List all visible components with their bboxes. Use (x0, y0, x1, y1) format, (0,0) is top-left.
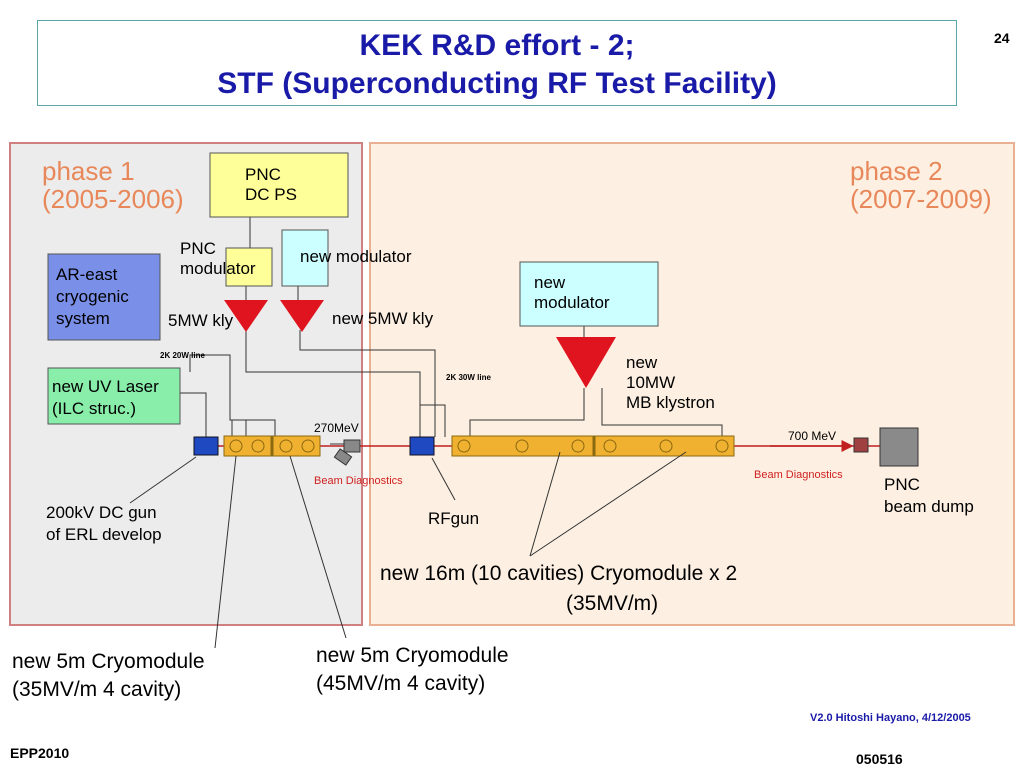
pnc-dc-ps-label-1: PNC (245, 165, 281, 184)
footer-right: 050516 (856, 751, 903, 767)
credit-label: V2.0 Hitoshi Hayano, 4/12/2005 (810, 712, 971, 724)
pnc-beam-dump-icon (879, 427, 919, 467)
pnc-dc-ps-box (209, 152, 349, 218)
diag-dipole-2-icon (853, 437, 869, 453)
klystron-10mw-label-3: MB klystron (626, 393, 715, 412)
cryo-16m-label-1: new 16m (10 cavities) Cryomodule x 2 (380, 562, 737, 585)
new-modulator-2-label-2: modulator (534, 293, 610, 312)
uv-laser-label-2: (ILC struc.) (52, 399, 136, 418)
ar-east-label-2: cryogenic (56, 287, 129, 306)
cryo-5m-a-label-1: new 5m Cryomodule (12, 650, 205, 673)
ar-east-label-3: system (56, 309, 110, 328)
phase2-years: (2007-2009) (850, 184, 992, 214)
cryo-5m-b-label-2: (45MV/m 4 cavity) (316, 672, 485, 695)
cryo-5m-b-label-1: new 5m Cryomodule (316, 644, 509, 667)
klystron-10mw-label-1: new (626, 353, 658, 372)
cryo-16m-label-2: (35MV/m) (566, 592, 658, 615)
pnc-beam-dump-label-1: PNC (884, 475, 920, 494)
phase2-region (369, 142, 1015, 626)
pnc-modulator-label-1: PNC (180, 239, 216, 258)
klystron-10mw-label-2: 10MW (626, 373, 675, 392)
cavities-phase1 (229, 439, 315, 453)
rf-gun-label: RFgun (428, 509, 479, 528)
energy-700-label: 700 MeV (788, 429, 836, 443)
slide-title-line2: STF (Superconducting RF Test Facility) (217, 67, 777, 100)
klystron-new-5mw-icon (280, 300, 324, 332)
ar-east-box (47, 253, 161, 341)
phase2-label: phase 2 (850, 156, 943, 186)
diag-dipole-1-icon (333, 448, 353, 466)
dc-gun-label-1: 200kV DC gun (46, 503, 157, 522)
dump-270-icon (343, 439, 361, 453)
dc-gun-label-2: of ERL develop (46, 525, 162, 544)
ar-east-label-1: AR-east (56, 265, 118, 284)
pnc-dc-ps-label-2: DC PS (245, 185, 297, 204)
beam-diag-2-label: Beam Diagnostics (754, 469, 843, 481)
rf-gun-icon (409, 436, 435, 456)
connection-lines (180, 216, 723, 445)
dc-gun-icon (193, 436, 219, 456)
klystron-5mw-icon (224, 300, 268, 332)
pnc-modulator-box (225, 247, 273, 287)
new-modulator-1-label: new modulator (300, 247, 412, 266)
page-number: 24 (994, 30, 1010, 46)
uv-laser-label-1: new UV Laser (52, 377, 159, 396)
pnc-modulator-label-2: modulator (180, 259, 256, 278)
cryo-5m-a-label-2: (35MV/m 4 cavity) (12, 678, 181, 701)
line-2k-30w-label: 2K 30W line (446, 373, 491, 382)
kly-5mw-label: 5MW kly (168, 311, 234, 330)
new-modulator-2-box (519, 261, 659, 327)
beam-diag-1-label: Beam Diagnostics (314, 475, 403, 487)
klystron-10mw-icon (556, 337, 616, 388)
new-modulator-1-box (281, 229, 329, 287)
new-modulator-2-label-1: new (534, 273, 566, 292)
footer-left: EPP2010 (10, 745, 70, 761)
cavities-phase2 (457, 439, 729, 453)
phase1-label: phase 1 (42, 156, 135, 186)
callout-lines (129, 451, 687, 649)
energy-270-label: 270MeV (314, 421, 359, 435)
uv-laser-box (47, 367, 181, 425)
phase1-years: (2005-2006) (42, 184, 184, 214)
line-2k-20w-label: 2K 20W line (160, 351, 205, 360)
new-kly-5mw-label: new 5MW kly (332, 309, 434, 328)
pnc-beam-dump-label-2: beam dump (884, 497, 974, 516)
slide-title-line1: KEK R&D effort - 2; (359, 29, 635, 62)
title-box: KEK R&D effort - 2; STF (Superconducting… (37, 20, 957, 106)
